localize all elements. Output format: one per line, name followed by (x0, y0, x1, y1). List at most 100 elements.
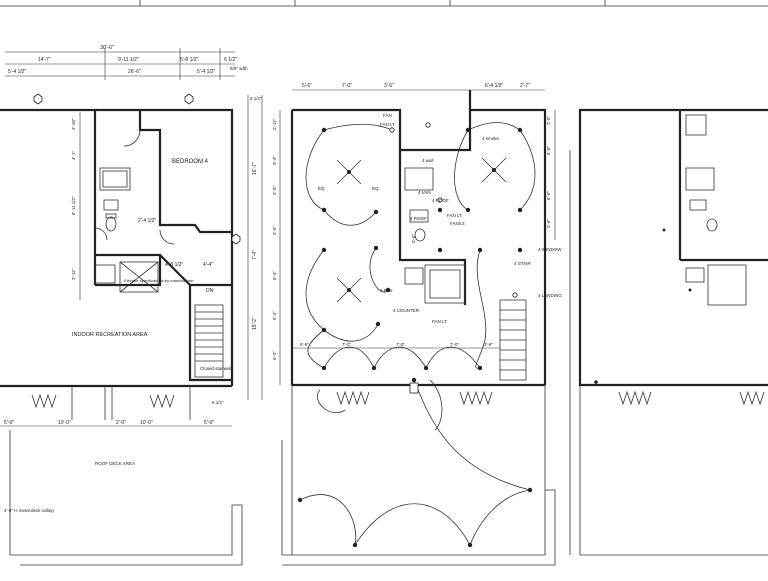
stair-label: 4 STAIR (514, 261, 531, 266)
bottom-dim-1: 5'-9" (4, 420, 14, 426)
door-swing-2 (159, 229, 175, 245)
stairway (194, 304, 224, 378)
ceiling-fan-2 (481, 157, 507, 183)
vanity (103, 199, 119, 211)
mid-vanity (409, 209, 429, 223)
mid-washer (404, 267, 424, 285)
right-closet (685, 114, 707, 136)
wall-label: 4 wall (422, 158, 434, 163)
roof-label-1: 4 ROOF (432, 198, 449, 203)
bottom-dim-5: 5'-9" (204, 420, 214, 426)
fan-label-top: FAN (383, 113, 392, 118)
mid-left-dim-1: 2'-11" (272, 118, 277, 130)
mid-left-dim-3: 3'-0" (272, 186, 277, 195)
bottom-dim-3: 2'-0" (116, 420, 126, 426)
left-dim-3: 6'-11 1/2" (71, 196, 76, 215)
overall-dim: 30'-6" (100, 45, 114, 51)
mid-top-dim-1: 5'-6" (302, 83, 312, 89)
mid-toilet (414, 228, 426, 242)
mid-right-dim-4: 2'-6" (546, 219, 551, 228)
bathtub (99, 167, 131, 191)
bottom-dim-2: 10'-0" (58, 420, 71, 426)
side-dim-3: 7'-4" (252, 250, 258, 260)
roof-deck-label: ROOF DECK AREA (95, 461, 135, 466)
mid-top-dim-3: 3'-6" (384, 83, 394, 89)
vanity-label: 4 VAN (418, 190, 431, 195)
railing-note: 4'-0" H metal deck railing (4, 508, 54, 513)
room-bedroom: BEDROOM 4 (172, 159, 209, 165)
washer (94, 264, 116, 284)
side-dim-4: 15'-2" (252, 317, 258, 330)
mid-bottom-dim-1: 5'-6" (300, 342, 309, 347)
mid-small-dim: 3'-6" (411, 234, 416, 243)
right-vanity (689, 199, 707, 211)
mid-bathtub (404, 167, 434, 191)
top-dim-2: 9'-11 1/2" (118, 57, 139, 63)
column-marker-1 (33, 93, 43, 105)
mid-bottom-dim-4: 7'-0" (450, 342, 459, 347)
mid-top-dim-2: 7'-0" (342, 83, 352, 89)
ceiling-fan-1 (336, 159, 362, 185)
mid-outlet (409, 382, 419, 394)
right-window-symbol-2 (739, 390, 765, 406)
mid-left-dim-2: 3'-4" (272, 156, 277, 165)
side-dim-2: 16'-7" (252, 162, 258, 175)
right-floor-plan-partial (569, 108, 768, 556)
mid-bottom-dim-2: 7'-0" (342, 342, 351, 347)
column-marker-3 (231, 233, 241, 245)
mid-right-dim-1: 2'-5" (546, 116, 551, 125)
window-label: 4 WINDOW (538, 247, 562, 252)
column-marker-2 (184, 93, 194, 105)
counter-label: 4 COUNTER (393, 308, 420, 313)
stair-direction: DN (206, 288, 214, 294)
eq-label-2: EQ. (372, 186, 380, 191)
mid-window-symbol-2 (459, 390, 493, 406)
eq-label-1: EQ. (318, 186, 326, 191)
middle-electrical-plan: 5'-6" 7'-0" 3'-6" 6'-4 1/2" 2'-7" (272, 83, 562, 566)
left-dim-4: 2'-11" (71, 268, 76, 280)
side-dim-1: 6 1/2" (250, 96, 262, 101)
top-dim-6: 26'-6" (128, 69, 141, 75)
hall-dim-2: 4'-8 1/2" (165, 262, 184, 268)
top-dim-7: 5'-4 1/2" (197, 69, 216, 75)
toilet (105, 216, 117, 232)
door-swing-3 (94, 227, 108, 241)
light-fixtures (297, 122, 533, 548)
right-bathtub (685, 167, 715, 191)
fan-lt-label-mid: FAN LT. (447, 213, 463, 218)
top-dim-3: 5'-8 1/2" (180, 57, 199, 63)
top-dim-1: 14'-7" (38, 57, 51, 63)
door-swing-1 (123, 129, 141, 147)
mid-left-dim-6: 5'-4" (272, 311, 277, 320)
mid-left-dim-7: 6'-3" (272, 351, 277, 360)
left-floor-plan: 30'-6" 14'-7" 9'-11 1/2" 5'-8 1/2" 6 1/2… (0, 45, 263, 566)
mid-bottom-dim-5: 3'-6" (484, 342, 493, 347)
window-symbol-1 (31, 393, 57, 409)
siding-note: 5/8" sdth (230, 66, 248, 71)
smoke-label: 4 smoke (482, 136, 500, 141)
mid-bottom-dim-3: 7'-0" (396, 342, 405, 347)
roof-label-2: 4 ROOF (410, 216, 427, 221)
window-symbol-2 (149, 393, 175, 409)
right-elevator (707, 264, 747, 306)
mid-window-symbol-1 (336, 390, 370, 406)
mid-elevator (424, 264, 466, 304)
right-window-symbol-1 (618, 390, 652, 406)
fan-label-low: 4 FAN (380, 288, 393, 293)
hall-dim-3: 4'-4" (203, 262, 213, 268)
mid-top-dim-5: 2'-7" (520, 83, 530, 89)
toilet-tank (105, 213, 117, 219)
fan-lt-label-top: FAN LT. (380, 122, 396, 127)
left-dim-1: 2'-10" (71, 118, 76, 130)
ceiling-fan-3 (336, 277, 362, 303)
mid-left-dim-5: 6'-4" (272, 271, 277, 280)
room-recreation: INDOOR RECREATION AREA (72, 332, 148, 338)
left-dim-2: 4'-1" (71, 151, 76, 160)
mid-right-dim-2: 6'-0" (546, 146, 551, 155)
hall-dim-1: 2'-4 1/2" (138, 218, 157, 224)
mid-left-dim-4: 3'-6" (272, 226, 277, 235)
top-dim-4: 6 1/2" (224, 57, 237, 63)
mid-top-dim-4: 6'-4 1/2" (485, 83, 504, 89)
